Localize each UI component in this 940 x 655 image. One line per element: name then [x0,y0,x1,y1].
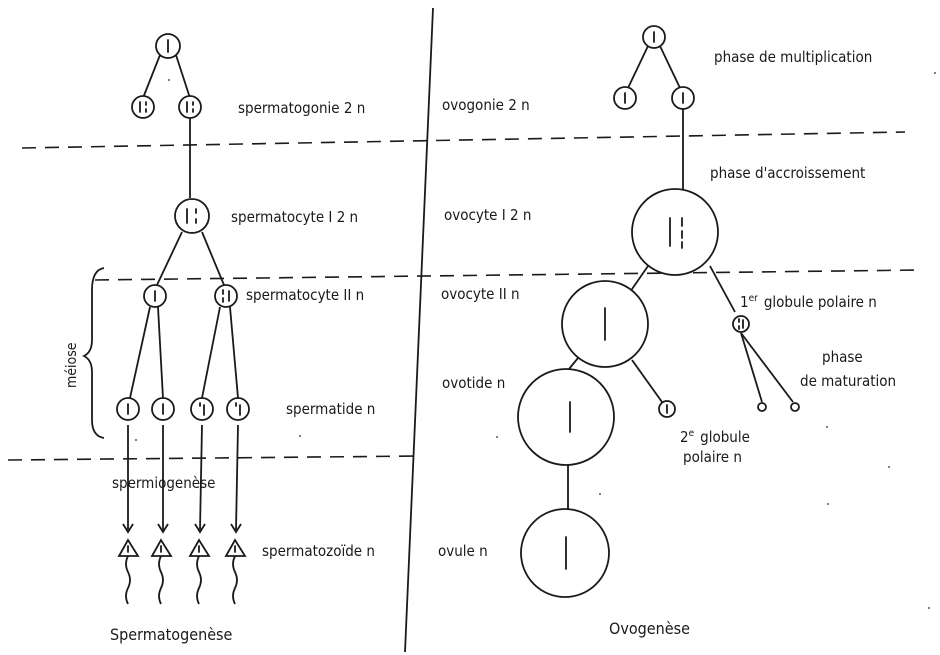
ovocyte-1-cell [631,188,719,276]
label-spermatogonie: spermatogonie 2 n [238,99,365,117]
caption-spermatogenese: Spermatogenèse [110,625,233,644]
spermatozoide [117,538,140,605]
label-spermiogenese: spermiogenèse [112,474,215,492]
dashed-separator-3 [7,455,421,461]
label-spermatide: spermatide n [286,400,375,418]
label-phase-maturation-1: phase [822,348,863,366]
ovotide-cell [517,368,615,466]
label-ovotide: ovotide n [442,374,505,392]
ovule-cell [520,508,610,598]
scan-specks [135,72,936,609]
label-ovocyte-1: ovocyte I 2 n [444,206,531,224]
globule-polaire-1 [732,315,750,333]
spermatozoide [150,538,173,605]
spermatide-cell [226,397,250,421]
spermatozoide [224,538,247,605]
label-phase-multiplication: phase de multiplication [714,48,872,66]
globule-polaire-1-division [790,402,800,412]
label-ovocyte-2: ovocyte II n [441,285,520,303]
label-ovogonie: ovogonie 2 n [442,96,530,114]
spermatogonie-cell [178,95,202,119]
spermatogenesis-tree [81,33,250,605]
spermatogonie-cell [131,95,155,119]
globule-polaire-1-division [757,402,767,412]
spermatocyte-2-cell [214,284,238,308]
label-spermatocyte-1: spermatocyte I 2 n [231,208,358,226]
spermatozoide [188,538,211,605]
ovogenesis-tree [517,25,800,598]
spermatide-cell [190,397,214,421]
label-spermatozoide: spermatozoïde n [262,542,375,560]
dashed-separator-1 [21,131,906,149]
center-divider [404,7,434,653]
label-phase-maturation-2: de maturation [800,372,896,390]
label-spermatocyte-2: spermatocyte II n [246,286,364,304]
label-globule-polaire-2-line2: polaire n [683,448,742,466]
label-phase-accroissement: phase d'accroissement [710,164,865,182]
caption-ovogenese: Ovogenèse [609,619,690,638]
label-ovule: ovule n [438,542,488,560]
meiose-brace [81,267,105,439]
spermatocyte-1-cell [174,198,210,234]
label-meiose: méiose [64,342,80,388]
